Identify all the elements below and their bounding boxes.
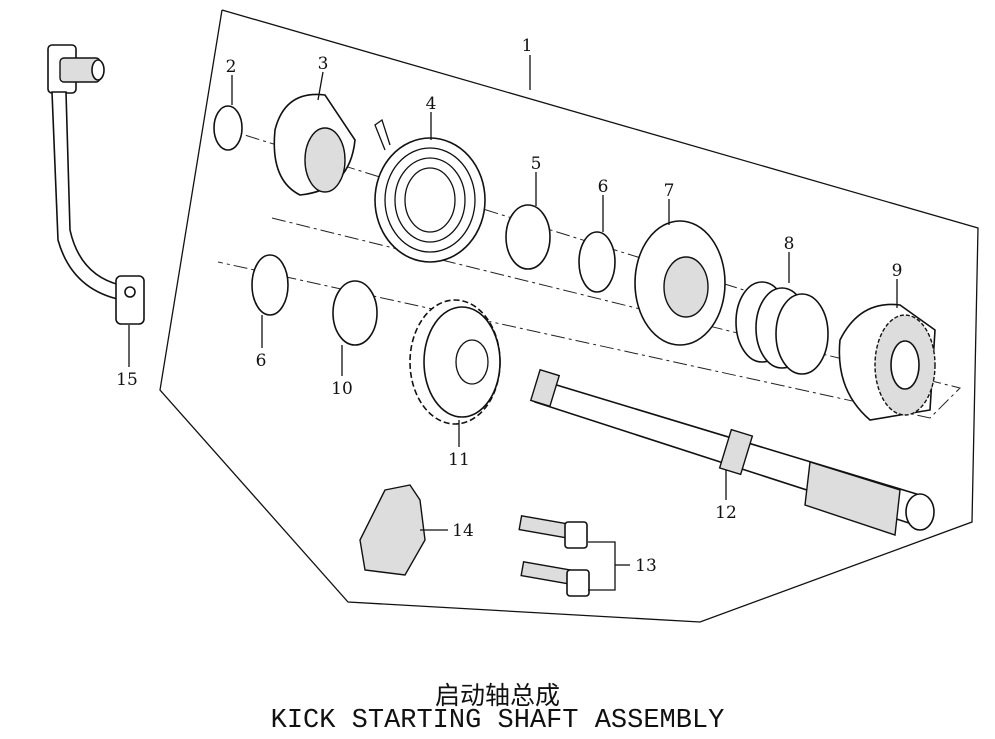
- callout-9: 9: [892, 261, 903, 281]
- callout-3: 3: [318, 54, 329, 74]
- washer-10: [332, 280, 378, 346]
- axis-line-lower: [217, 217, 961, 419]
- kick-stopper-3: [273, 93, 356, 196]
- title-chinese: 启动轴总成: [434, 681, 560, 710]
- callout-13: 13: [635, 556, 657, 576]
- kick-ratchet-9: [838, 303, 936, 421]
- callout-7: 7: [664, 181, 675, 201]
- shaft-plate-14: [359, 484, 426, 576]
- callout-6-upper: 6: [598, 177, 609, 197]
- leader-lines: [128, 55, 898, 591]
- circlip-6-lower: [251, 254, 289, 316]
- callout-14: 14: [452, 521, 474, 541]
- kick-spring-4: [374, 118, 486, 263]
- kick-lever: [47, 44, 145, 325]
- ratchet-spring-8: [735, 281, 829, 375]
- callout-8: 8: [784, 234, 795, 254]
- callout-2: 2: [226, 57, 237, 77]
- ratchet-guide-7: [634, 220, 726, 346]
- kick-idle-gear-11: [409, 299, 501, 425]
- circlip-6-upper: [578, 231, 616, 293]
- callout-4: 4: [426, 94, 437, 114]
- circlip-2: [213, 105, 243, 151]
- callout-6-lower: 6: [256, 351, 267, 371]
- kick-shaft-12: [529, 368, 935, 536]
- washer-5: [505, 204, 551, 270]
- callout-12: 12: [715, 503, 737, 523]
- callout-11: 11: [448, 450, 470, 470]
- assembly-outline: [159, 9, 979, 623]
- callout-1: 1: [522, 36, 533, 56]
- bolts-13: [518, 514, 590, 597]
- callout-15: 15: [116, 370, 138, 390]
- callout-10: 10: [331, 379, 353, 399]
- callout-5: 5: [531, 154, 542, 174]
- title-english: KICK STARTING SHAFT ASSEMBLY: [270, 706, 725, 736]
